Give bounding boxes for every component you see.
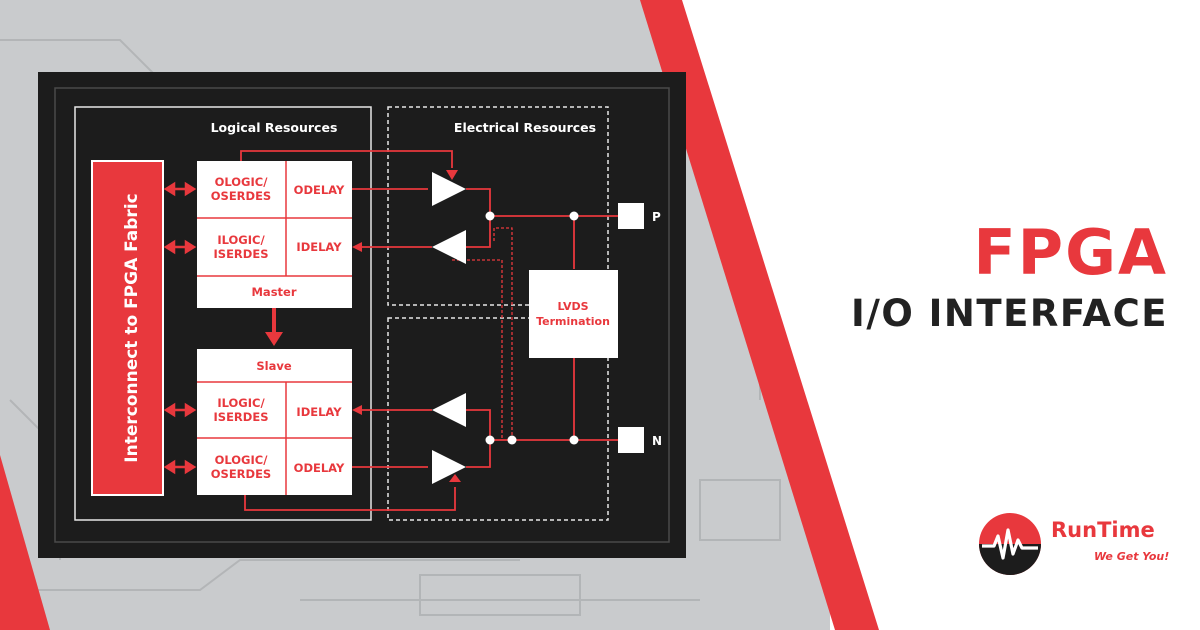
slave-ilogic-cell: ILOGIC/ ISERDES bbox=[214, 396, 269, 424]
input-buffer-p bbox=[432, 230, 466, 264]
junction-dots bbox=[485, 211, 579, 445]
slave-block bbox=[197, 349, 352, 495]
master-ologic-line1: OLOGIC/ bbox=[215, 175, 269, 189]
lvds-line2: Termination bbox=[536, 315, 610, 328]
master-ologic-cell: OLOGIC/ OSERDES bbox=[211, 175, 271, 203]
fpga-fabric-block bbox=[91, 160, 164, 496]
lvds-termination-block bbox=[529, 270, 618, 358]
fabric-arrows bbox=[163, 181, 197, 475]
slave-ilogic-line1: ILOGIC/ bbox=[217, 396, 265, 410]
master-odelay-label: ODELAY bbox=[294, 183, 345, 197]
runtime-logo[interactable]: RunTime We Get You! bbox=[978, 512, 1178, 576]
master-idelay-label: IDELAY bbox=[296, 240, 342, 254]
master-label: Master bbox=[251, 285, 296, 299]
slave-ologic-line2: OSERDES bbox=[211, 467, 271, 481]
diagram-inner-border bbox=[54, 87, 670, 543]
page-title: FPGA bbox=[973, 216, 1168, 289]
logical-resources-label: Logical Resources bbox=[211, 120, 338, 135]
master-ilogic-cell: ILOGIC/ ISERDES bbox=[214, 233, 269, 261]
pin-p-pad bbox=[618, 203, 644, 229]
red-corner-wedge bbox=[0, 455, 50, 630]
white-title-panel bbox=[682, 0, 1200, 630]
slave-idelay-label: IDELAY bbox=[296, 405, 342, 419]
slave-ologic-line1: OLOGIC/ bbox=[215, 453, 269, 467]
dashed-signal-lines bbox=[452, 227, 513, 440]
io-buffers bbox=[432, 172, 466, 484]
slave-label: Slave bbox=[256, 359, 291, 373]
pin-n-label: N bbox=[652, 434, 662, 448]
slave-ologic-cell: OLOGIC/ OSERDES bbox=[211, 453, 271, 481]
brand-tagline: We Get You! bbox=[1094, 550, 1170, 563]
master-block bbox=[197, 161, 352, 308]
logical-resources-box bbox=[74, 106, 372, 521]
master-grid bbox=[197, 161, 352, 277]
electrical-resources-box-bottom bbox=[387, 317, 609, 521]
output-buffer-n bbox=[432, 450, 466, 484]
input-buffer-n bbox=[432, 393, 466, 427]
pulse-icon bbox=[979, 513, 1041, 575]
signal-lines bbox=[240, 150, 618, 511]
lvds-line1: LVDS bbox=[557, 300, 588, 313]
pin-n-pad bbox=[618, 427, 644, 453]
master-ologic-line2: OSERDES bbox=[211, 189, 271, 203]
master-slave-arrowhead bbox=[265, 332, 283, 346]
pin-p-label: P bbox=[652, 210, 661, 224]
signal-arrowheads bbox=[352, 170, 461, 482]
master-ilogic-line2: ISERDES bbox=[214, 247, 269, 261]
brand-name: RunTime bbox=[1051, 518, 1155, 542]
fpga-fabric-label: Interconnect to FPGA Fabric bbox=[122, 193, 142, 462]
master-ilogic-line1: ILOGIC/ bbox=[217, 233, 265, 247]
electrical-resources-label: Electrical Resources bbox=[454, 120, 596, 135]
output-buffer-p bbox=[432, 172, 466, 206]
slave-ilogic-line2: ISERDES bbox=[214, 410, 269, 424]
electrical-resources-box-top bbox=[387, 106, 609, 306]
slave-grid bbox=[197, 381, 352, 495]
slave-odelay-label: ODELAY bbox=[294, 461, 345, 475]
page-subtitle: I/O INTERFACE bbox=[851, 292, 1168, 335]
